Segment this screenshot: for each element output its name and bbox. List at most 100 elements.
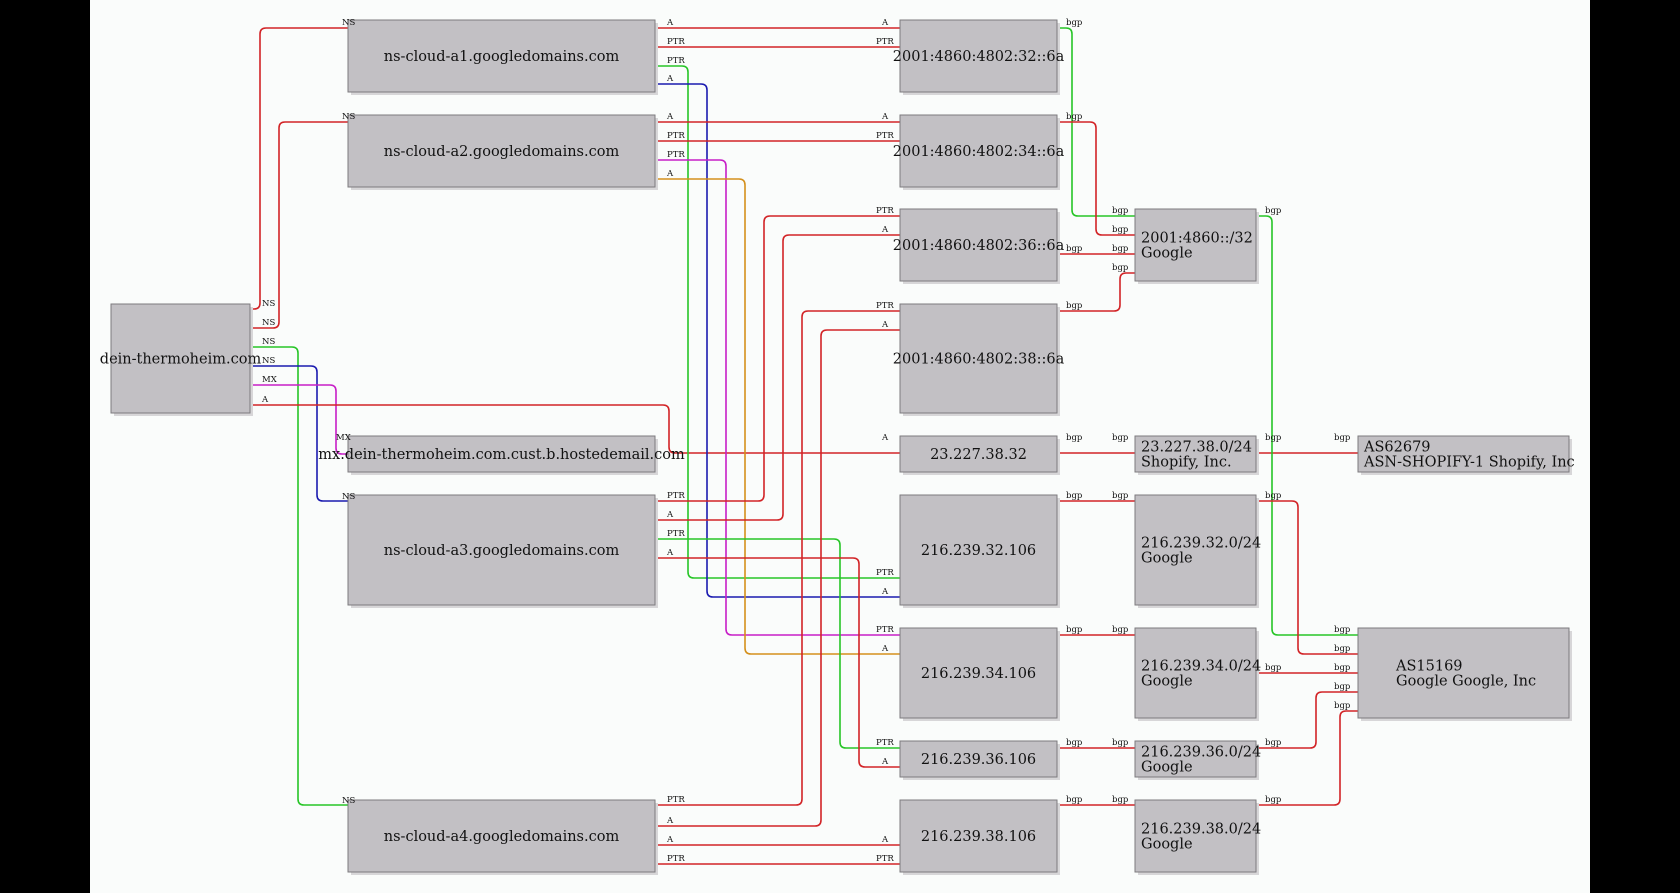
edge-label-tail: bgp bbox=[1066, 795, 1083, 805]
edge-label-tail: bgp bbox=[1265, 738, 1282, 748]
edge-label-head: PTR bbox=[876, 131, 894, 141]
edge-label-tail: A bbox=[666, 169, 674, 179]
edge-label-head: PTR bbox=[876, 301, 894, 311]
edge-label-tail: bgp bbox=[1066, 244, 1083, 254]
node-sublabel: Google Google, Inc bbox=[1396, 674, 1536, 690]
edge-label-head: A bbox=[881, 225, 889, 235]
edge-label-head: bgp bbox=[1334, 663, 1351, 673]
node-ip-shop: 23.227.38.32 bbox=[899, 435, 1060, 475]
edge-label-tail: NS bbox=[262, 299, 275, 309]
node-label: 216.239.38.106 bbox=[921, 829, 1036, 845]
edge-label-tail: PTR bbox=[667, 131, 685, 141]
edge-label-head: bgp bbox=[1334, 701, 1351, 711]
edge-ns_a1-ip_32-a bbox=[655, 83, 900, 598]
node-ip6-38: 2001:4860:4802:38::6a bbox=[893, 303, 1065, 416]
node-mx: mx.dein-thermoheim.com.cust.b.hostedemai… bbox=[318, 435, 685, 475]
edge-label-tail: bgp bbox=[1265, 433, 1282, 443]
edge-ns_a3-ip_36-a bbox=[655, 557, 900, 768]
edge-label-head: bgp bbox=[1112, 263, 1129, 273]
node-sublabel: Google bbox=[1141, 246, 1193, 262]
edge-label-head: bgp bbox=[1334, 644, 1351, 654]
edge-label-head: NS bbox=[342, 18, 355, 28]
edge-label-head: PTR bbox=[876, 37, 894, 47]
edge-ns_a4-ip6_38-ptr bbox=[655, 310, 900, 806]
node-label: 2001:4860::/32 bbox=[1141, 231, 1253, 247]
edge-pfx_32-as_google-bgp bbox=[1256, 500, 1358, 655]
edge-ns_a3-ip_36-ptr bbox=[655, 538, 900, 749]
node-ip-38: 216.239.38.106 bbox=[899, 799, 1060, 875]
node-ns-a3: ns-cloud-a3.googledomains.com bbox=[347, 494, 658, 608]
edges-layer bbox=[250, 27, 1358, 865]
edge-label-head: PTR bbox=[876, 625, 894, 635]
node-label: 216.239.36.106 bbox=[921, 752, 1036, 768]
node-label: ns-cloud-a1.googledomains.com bbox=[384, 49, 620, 65]
edge-label-head: PTR bbox=[876, 854, 894, 864]
node-label: 2001:4860:4802:32::6a bbox=[893, 49, 1065, 65]
edge-ns_a3-ip6_36-a bbox=[655, 234, 900, 521]
edge-label-tail: A bbox=[261, 395, 269, 405]
node-ns-a4: ns-cloud-a4.googledomains.com bbox=[347, 799, 658, 875]
edge-label-head: PTR bbox=[876, 738, 894, 748]
node-ip6-36: 2001:4860:4802:36::6a bbox=[893, 208, 1065, 284]
edge-label-tail: A bbox=[666, 835, 674, 845]
node-label: ns-cloud-a3.googledomains.com bbox=[384, 543, 620, 559]
edge-label-tail: PTR bbox=[667, 795, 685, 805]
node-label: 216.239.36.0/24 bbox=[1141, 745, 1261, 761]
node-label: ns-cloud-a4.googledomains.com bbox=[384, 829, 620, 845]
edge-label-head: A bbox=[881, 112, 889, 122]
edge-domain-ns_a3-ns bbox=[250, 365, 348, 502]
edge-label-tail: bgp bbox=[1066, 738, 1083, 748]
edge-pfx_38-as_google-bgp bbox=[1256, 710, 1358, 806]
edge-ns_a4-ip6_38-a bbox=[655, 329, 900, 827]
edge-label-head: A bbox=[881, 835, 889, 845]
node-label: 2001:4860:4802:34::6a bbox=[893, 144, 1065, 160]
edge-label-tail: bgp bbox=[1066, 433, 1083, 443]
edge-label-tail: A bbox=[666, 18, 674, 28]
node-sublabel: Shopify, Inc. bbox=[1141, 455, 1232, 471]
edge-label-tail: bgp bbox=[1265, 491, 1282, 501]
edge-label-head: bgp bbox=[1334, 433, 1351, 443]
edge-label-head: NS bbox=[342, 112, 355, 122]
node-sublabel: ASN-SHOPIFY-1 Shopify, Inc bbox=[1363, 455, 1575, 471]
node-label: 216.239.32.106 bbox=[921, 543, 1036, 559]
edge-label-head: NS bbox=[342, 492, 355, 502]
node-ns-a2: ns-cloud-a2.googledomains.com bbox=[347, 114, 658, 190]
node-sublabel: Google bbox=[1141, 760, 1193, 776]
node-label: 23.227.38.0/24 bbox=[1141, 440, 1252, 456]
node-sublabel: Google bbox=[1141, 551, 1193, 567]
edge-label-tail: A bbox=[666, 816, 674, 826]
edge-domain-ns_a1-ns bbox=[250, 27, 348, 310]
edge-label-head: PTR bbox=[876, 206, 894, 216]
node-label: dein-thermoheim.com bbox=[100, 352, 262, 368]
node-label: 216.239.32.0/24 bbox=[1141, 536, 1261, 552]
edge-label-head: A bbox=[881, 18, 889, 28]
edge-ip6_34-pfx6-bgp bbox=[1057, 121, 1135, 236]
edge-label-tail: MX bbox=[262, 375, 278, 385]
edge-ns_a2-ip_34-a bbox=[655, 178, 900, 655]
edge-label-head: bgp bbox=[1112, 206, 1129, 216]
node-ip-34: 216.239.34.106 bbox=[899, 627, 1060, 721]
node-ip-32: 216.239.32.106 bbox=[899, 494, 1060, 608]
edge-label-head: bgp bbox=[1112, 625, 1129, 635]
edge-domain-ip_shop-a bbox=[250, 404, 900, 454]
node-label: 2001:4860:4802:38::6a bbox=[893, 352, 1065, 368]
edge-label-tail: bgp bbox=[1265, 795, 1282, 805]
node-label: AS15169 bbox=[1395, 659, 1463, 675]
edge-label-tail: NS bbox=[262, 318, 275, 328]
edge-label-tail: bgp bbox=[1265, 663, 1282, 673]
edge-ns_a3-ip6_36-ptr bbox=[655, 215, 900, 502]
edge-label-tail: A bbox=[666, 510, 674, 520]
edge-label-tail: bgp bbox=[1066, 625, 1083, 635]
edge-ns_a2-ip_34-ptr bbox=[655, 159, 900, 636]
node-ip-36: 216.239.36.106 bbox=[899, 740, 1060, 780]
node-ip6-34: 2001:4860:4802:34::6a bbox=[893, 114, 1065, 190]
edge-label-head: A bbox=[881, 644, 889, 654]
edge-ns_a1-ip_32-ptr bbox=[655, 65, 900, 579]
edge-label-tail: PTR bbox=[667, 854, 685, 864]
edge-label-head: A bbox=[881, 757, 889, 767]
